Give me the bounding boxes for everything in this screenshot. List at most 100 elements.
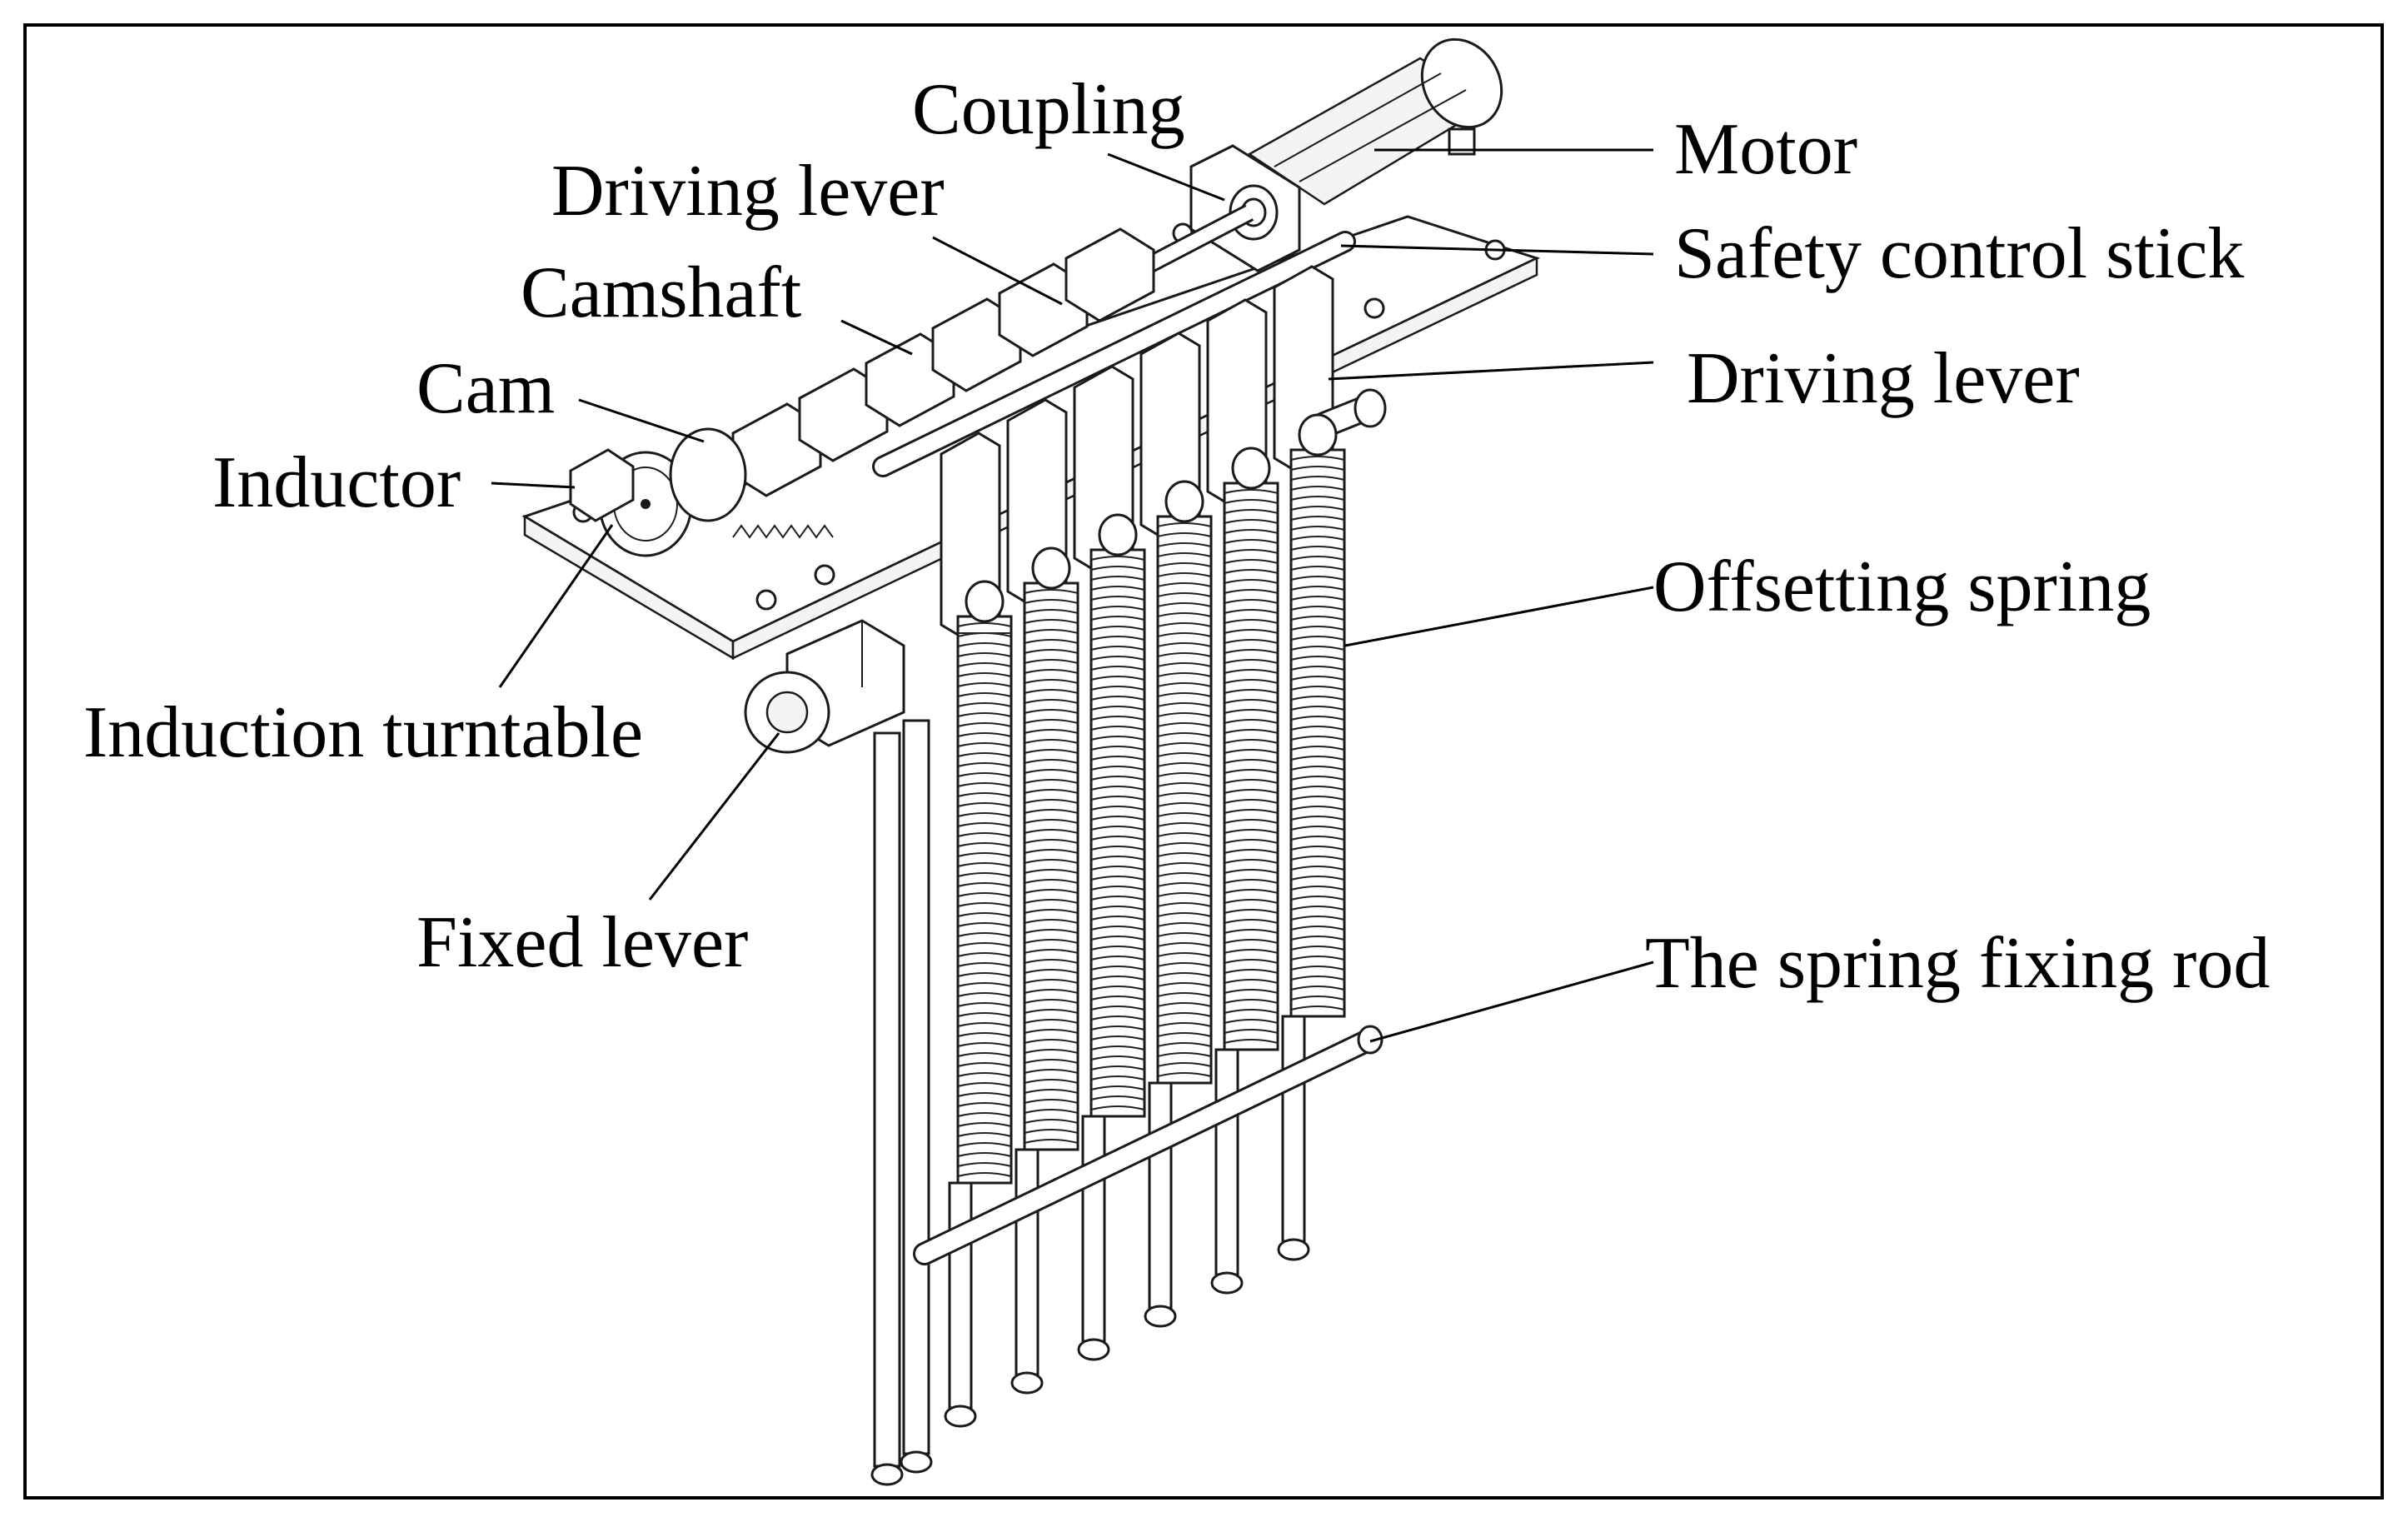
spring-coil-turn <box>1157 962 1212 967</box>
spring-coil-turn <box>1090 886 1145 891</box>
spring-coil-turn <box>1157 652 1212 657</box>
spring-coil-turn <box>1090 726 1145 731</box>
spring-coil-turn <box>957 782 1012 787</box>
spring-coil-turn <box>1024 639 1079 644</box>
spring-coil-turn <box>1224 879 1279 884</box>
push-rods <box>870 1015 1310 1486</box>
spring-coil-turn <box>1290 506 1345 511</box>
spring-coil-turn <box>1090 646 1145 651</box>
spring-coil-turn <box>1024 1069 1079 1074</box>
spring-coil-turn <box>1024 669 1079 674</box>
leader-fixed-lever <box>648 732 780 901</box>
spring-coil-turn <box>1090 806 1145 811</box>
spring-coil-turn <box>957 872 1012 877</box>
spring-coil-turn <box>957 762 1012 767</box>
spring-coil-turn <box>1157 562 1212 567</box>
spring-coil-turn <box>1157 1032 1212 1037</box>
spring-coil-turn <box>1224 679 1279 684</box>
label-cam: Cam <box>416 348 555 429</box>
spring-coil-turn <box>1090 1075 1145 1080</box>
spring-coil-turn <box>1024 919 1079 924</box>
spring-coil-turn <box>1290 786 1345 791</box>
spring-coil-turn <box>1090 716 1145 721</box>
spring-coil-turn <box>1224 829 1279 834</box>
spring-coil-turn <box>1024 979 1079 984</box>
spring-coil-turn <box>1090 626 1145 631</box>
spring-coil-turn <box>1157 802 1212 807</box>
spring-coil-turn <box>957 842 1012 847</box>
inductor-block <box>569 448 635 522</box>
spring-coil-turn <box>1024 799 1079 804</box>
spring-coil-turn <box>1224 689 1279 694</box>
spring-coil-turn <box>1024 649 1079 654</box>
spring-coil-turn <box>1024 1059 1079 1064</box>
spring-coil-turn <box>957 932 1012 937</box>
spring-coil-turn <box>1024 629 1079 634</box>
label-inductor: Inductor <box>212 442 461 523</box>
leader-offsetting-spring <box>1344 586 1654 647</box>
spring-coil-turn <box>1157 992 1212 997</box>
spring-coil-turn <box>1224 799 1279 804</box>
spring-coil-turn <box>1024 1089 1079 1094</box>
spring-coil-turn <box>957 972 1012 977</box>
spring-coil-turn <box>1024 759 1079 764</box>
spring-coil-turn <box>957 792 1012 797</box>
spring-2 <box>1023 581 1079 1151</box>
spring-coil-turn <box>1024 1029 1079 1034</box>
spring-coil-turn <box>1024 679 1079 684</box>
spring-coil-turn <box>1090 606 1145 611</box>
spring-coil-turn <box>1024 829 1079 834</box>
spring-coil-turn <box>1290 806 1345 811</box>
spring-coil-turn <box>1224 1019 1279 1024</box>
spring-coil-turn <box>957 712 1012 717</box>
spring-coil-turn <box>1024 779 1079 784</box>
spring-coil-turn <box>1024 599 1079 604</box>
spring-coil-turn <box>1290 826 1345 831</box>
spring-coil-turn <box>1224 539 1279 544</box>
spring-coil-turn <box>1090 946 1145 951</box>
spring-coil-turn <box>957 802 1012 807</box>
spring-coil-turn <box>1157 762 1212 767</box>
spring-coil-turn <box>1290 626 1345 631</box>
spring-coil-turn <box>1157 572 1212 577</box>
spring-coil-turn <box>1157 832 1212 837</box>
leader-lines <box>491 148 1654 1043</box>
spring-coil-turn <box>1157 1042 1212 1047</box>
spring-coil-turn <box>957 692 1012 697</box>
spring-coil-turn <box>1224 569 1279 574</box>
spring-coil-turn <box>1090 816 1145 821</box>
spring-coil-turn <box>1290 686 1345 691</box>
spring-coil-turn <box>1157 772 1212 777</box>
spring-coil-turn <box>1290 846 1345 851</box>
spring-coil-turn <box>1090 586 1145 591</box>
spring-coil-turn <box>957 832 1012 837</box>
spring-coil-turn <box>1024 789 1079 794</box>
spring-coil-turn <box>1157 662 1212 667</box>
spring-coil-turn <box>1090 1015 1145 1020</box>
spring-coil-turn <box>1024 1099 1079 1104</box>
spring-coil-turn <box>1224 619 1279 624</box>
spring-coil-turn <box>1224 699 1279 704</box>
spring-coil-turn <box>1090 1055 1145 1060</box>
spring-coil-turn <box>1090 746 1145 751</box>
cam-disc <box>669 427 747 522</box>
spring-coil-turn <box>1024 869 1079 874</box>
spring-coil-turn <box>1157 732 1212 737</box>
safety-control-stick <box>872 231 1356 477</box>
spring-coil-turn <box>1224 929 1279 934</box>
spring-coil-turn <box>1224 669 1279 674</box>
spring-coil-turn <box>957 1122 1012 1127</box>
spring-coil-turn <box>1090 956 1145 961</box>
spring-coil-turn <box>957 892 1012 897</box>
spring-coil-turn <box>1024 659 1079 664</box>
spring-coil-turn <box>1090 736 1145 741</box>
spring-4 <box>1156 515 1213 1085</box>
spring-coil-turn <box>1290 866 1345 871</box>
spring-coil-turn <box>1157 1062 1212 1067</box>
spring-coil-turn <box>1290 836 1345 841</box>
spring-coil-turn <box>1224 729 1279 734</box>
spring-coil-turn <box>1290 666 1345 671</box>
spring-coil-turn <box>1290 656 1345 661</box>
spring-coil-turn <box>1024 989 1079 994</box>
